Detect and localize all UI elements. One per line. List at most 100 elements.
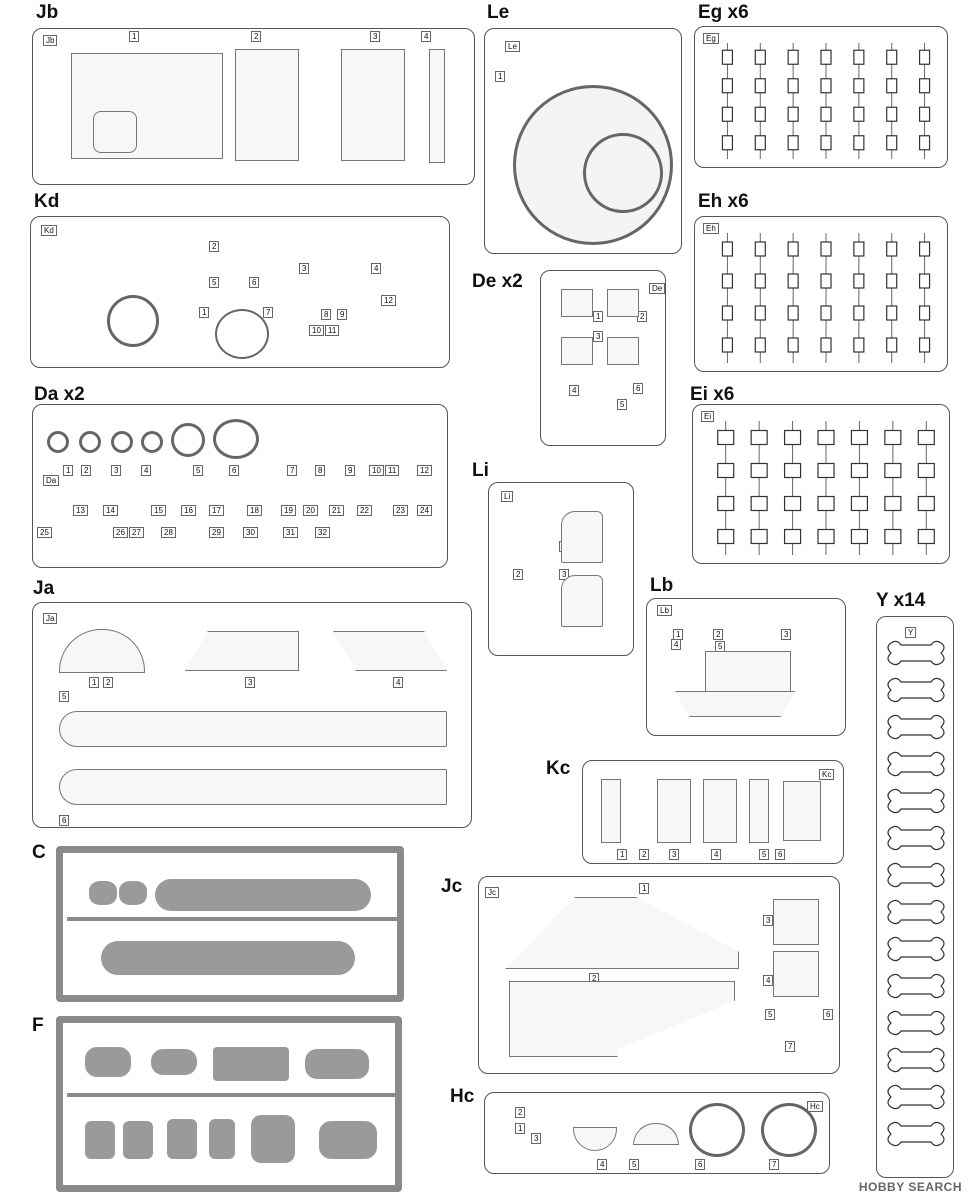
track-link	[787, 135, 799, 151]
track-link	[817, 462, 835, 479]
track-link	[754, 337, 766, 353]
part-number-ja-3: 3	[245, 677, 256, 688]
track-link	[750, 495, 768, 512]
part-box-panel-1	[657, 779, 691, 843]
part-bedroll-2	[151, 1049, 197, 1075]
part-track-guard-upper	[59, 711, 447, 747]
part-x-brace-1	[561, 289, 593, 317]
track-link	[783, 495, 802, 512]
track-link	[754, 49, 766, 65]
part-wheel-3	[111, 431, 133, 453]
part-number-da-27: 27	[129, 527, 144, 538]
part-number-kc-2: 2	[639, 849, 650, 860]
part-tarp-roll-1	[155, 879, 371, 911]
sprue-li: Li 2 3 1	[488, 482, 634, 656]
part-number-da-19: 19	[281, 505, 296, 516]
track-link	[886, 78, 898, 94]
track-link	[817, 429, 835, 446]
part-number-de-4: 4	[569, 385, 580, 396]
part-number-kc-1: 1	[617, 849, 628, 860]
part-number-da-31: 31	[283, 527, 298, 538]
track-link	[721, 78, 734, 94]
sprue-c	[56, 846, 404, 1002]
part-frame-plate	[341, 49, 405, 161]
part-number-da-3: 3	[111, 465, 122, 476]
sprue-label-f: F	[32, 1015, 44, 1036]
part-number-kd-11: 11	[325, 325, 340, 336]
track-link-grid-ei	[717, 421, 935, 555]
part-periscope-cover	[573, 1127, 617, 1151]
part-number-da-7: 7	[287, 465, 298, 476]
part-vent-cover	[633, 1123, 679, 1145]
track-link	[820, 106, 832, 122]
sprue-tag-de: De	[649, 283, 666, 294]
sprue-f	[56, 1016, 402, 1192]
part-number-ja-6: 6	[59, 815, 70, 826]
part-number-jb-3: 3	[370, 31, 381, 42]
part-number-da-10: 10	[369, 465, 384, 476]
part-number-hc-5: 5	[629, 1159, 640, 1170]
sprue-label-le: Le	[487, 2, 510, 23]
part-number-jc-7: 7	[785, 1041, 796, 1052]
track-link	[850, 462, 869, 479]
sprue-tag-jc: Jc	[485, 887, 499, 898]
track-link	[918, 78, 931, 94]
sprue-label-c: C	[32, 842, 46, 863]
part-number-da-30: 30	[243, 527, 258, 538]
part-number-da-22: 22	[357, 505, 372, 516]
track-link	[721, 273, 734, 289]
track-bone-links	[887, 640, 945, 1147]
track-link	[750, 429, 768, 446]
track-link	[918, 337, 931, 353]
sprue-hc: Hc 1 2 3 4 5 6 7	[484, 1092, 830, 1174]
part-number-da-28: 28	[161, 527, 176, 538]
part-box-side-2	[749, 779, 769, 843]
track-link	[721, 49, 734, 65]
track-link	[850, 528, 869, 545]
track-link	[787, 241, 799, 257]
part-wheel-2	[79, 431, 101, 453]
part-x-brace-3	[561, 337, 593, 365]
sprue-label-hc: Hc	[450, 1086, 475, 1107]
part-number-da-18: 18	[247, 505, 262, 516]
part-vision-block-2	[773, 951, 819, 997]
bone-link	[887, 862, 945, 888]
part-number-hc-4: 4	[597, 1159, 608, 1170]
part-track-guard-lower	[59, 769, 447, 805]
track-link	[917, 462, 935, 479]
track-link	[721, 305, 734, 321]
track-link-grid-eh	[721, 233, 931, 363]
part-number-jb-2: 2	[251, 31, 262, 42]
part-number-da-24: 24	[417, 505, 432, 516]
bone-link	[887, 1121, 945, 1147]
track-link	[820, 241, 832, 257]
part-number-lb-2: 2	[713, 629, 724, 640]
track-link	[886, 106, 898, 122]
track-link	[918, 305, 931, 321]
track-link	[820, 305, 832, 321]
part-number-kd-7: 7	[263, 307, 274, 318]
part-wheel-1	[47, 431, 69, 453]
part-turret-hatch-ring	[583, 133, 663, 213]
track-link	[787, 337, 799, 353]
part-number-da-13: 13	[73, 505, 88, 516]
part-number-hc-6: 6	[695, 1159, 706, 1170]
part-number-da-32: 32	[315, 527, 330, 538]
part-pack-1	[85, 1121, 115, 1159]
sprue-tag-le: Le	[505, 41, 520, 52]
part-number-da-12: 12	[417, 465, 432, 476]
sprue-label-lb: Lb	[650, 575, 674, 596]
part-bedroll-3	[305, 1049, 369, 1079]
part-pack-6	[319, 1121, 377, 1159]
part-number-da-23: 23	[393, 505, 408, 516]
part-number-kd-6: 6	[249, 277, 260, 288]
part-number-kd-5: 5	[209, 277, 220, 288]
part-x-brace-2	[607, 289, 639, 317]
sprue-tag-kd: Kd	[41, 225, 57, 236]
track-link	[717, 495, 735, 512]
sprue-jb: Jb 1 2 3 4	[32, 28, 475, 185]
sprue-tag-li: Li	[501, 491, 514, 502]
track-link	[884, 462, 902, 479]
bone-link	[887, 899, 945, 925]
part-ring-large-2	[761, 1103, 817, 1157]
